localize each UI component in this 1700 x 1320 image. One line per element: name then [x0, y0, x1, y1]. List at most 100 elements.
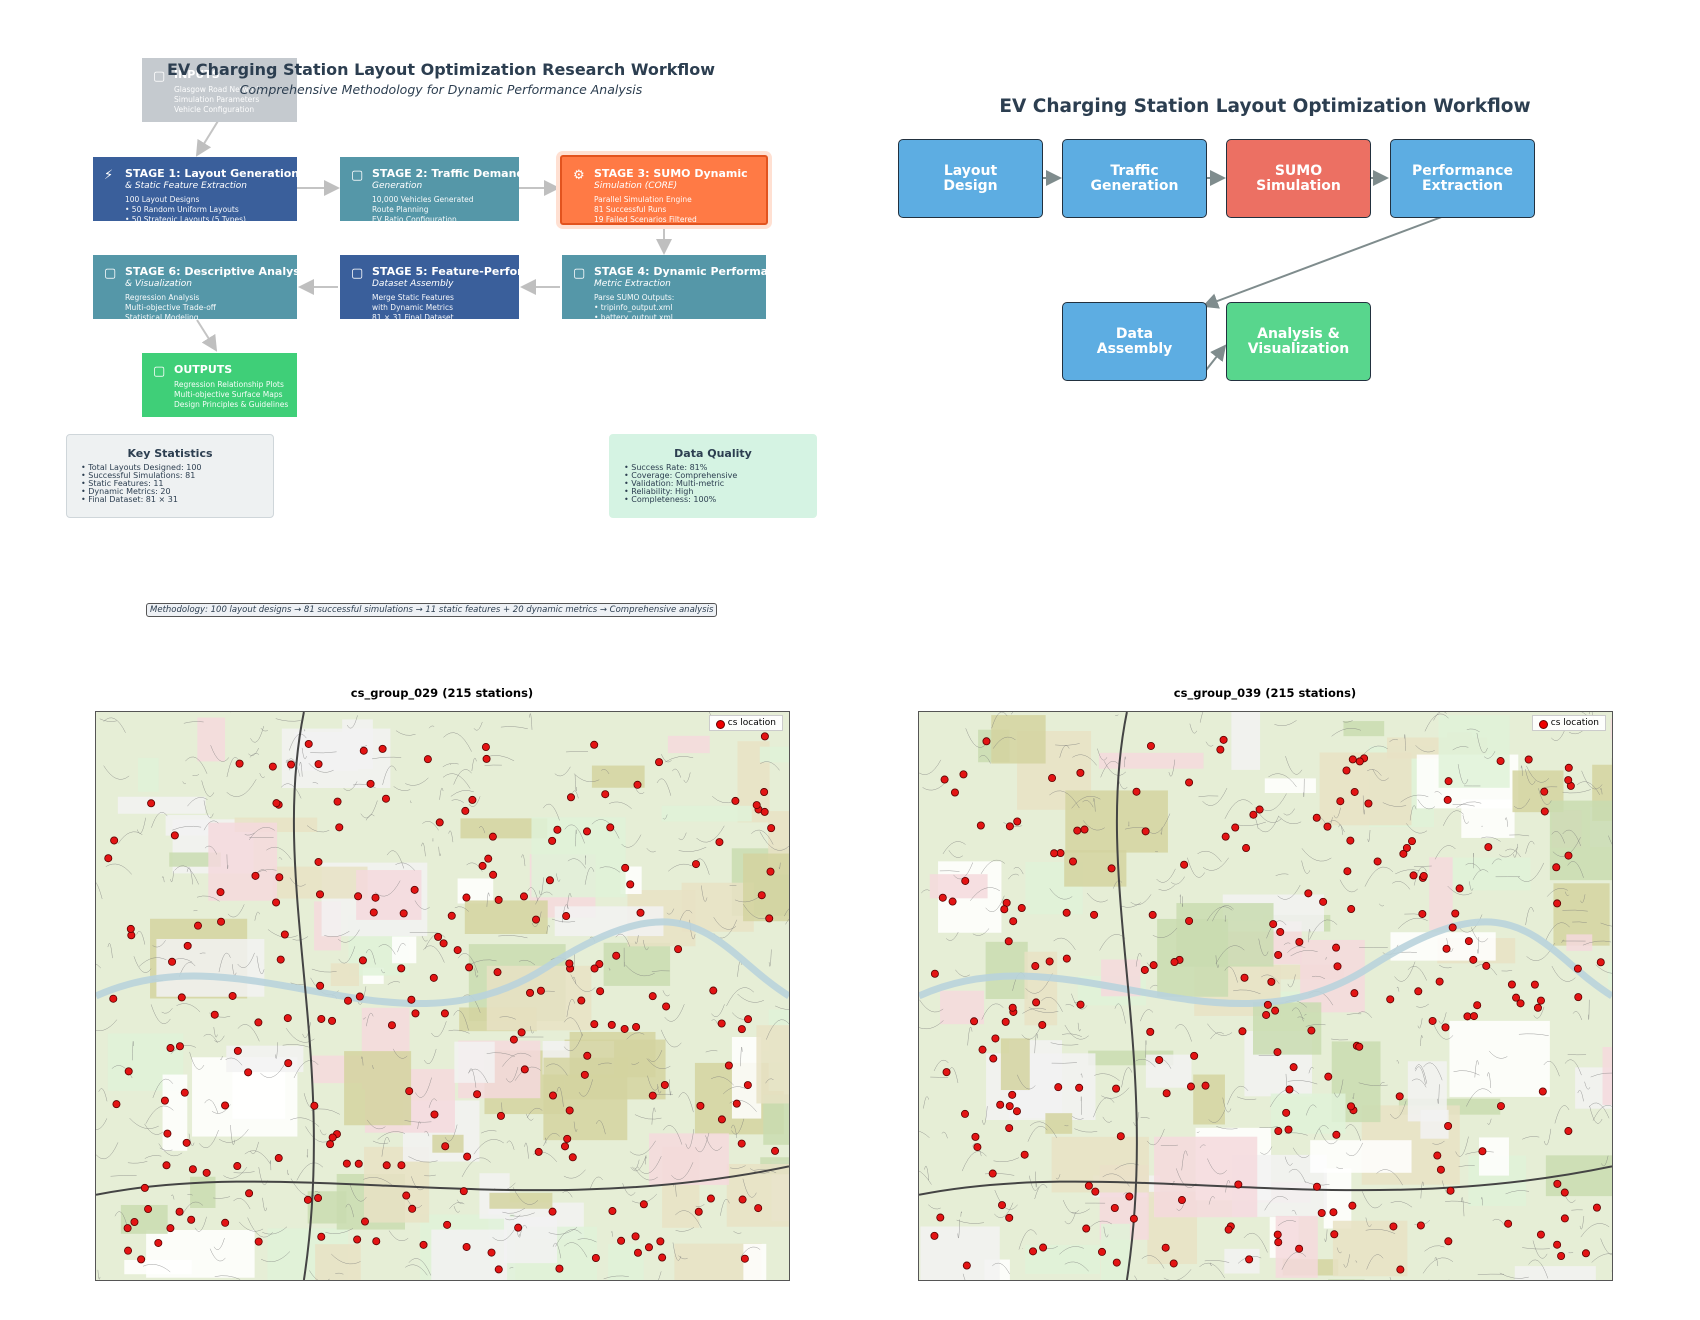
street-line [1222, 1097, 1232, 1113]
land-patch [124, 1259, 192, 1275]
land-patch [991, 715, 1046, 764]
street-line [237, 952, 255, 968]
street-line [1077, 1022, 1081, 1032]
street-line [1243, 1232, 1268, 1253]
station-marker [1540, 807, 1549, 816]
street-line [414, 900, 430, 910]
station-marker [221, 1101, 230, 1110]
station-marker [565, 959, 574, 968]
station-marker [1097, 1247, 1106, 1256]
station-marker [130, 1217, 139, 1226]
street-line [711, 1019, 719, 1025]
street-line [1269, 1089, 1300, 1108]
station-marker [462, 893, 471, 902]
street-line [1551, 965, 1576, 982]
station-marker [620, 1024, 629, 1033]
station-marker [743, 1081, 752, 1090]
street-line [521, 854, 526, 867]
station-marker [1039, 1243, 1048, 1252]
street-line [1600, 1238, 1612, 1256]
street-line [262, 1197, 268, 1212]
street-line [1130, 894, 1152, 905]
street-line [203, 1033, 218, 1043]
traffic-generation-box: Traffic Generation [1062, 139, 1207, 218]
stage-3-lines: Parallel Simulation Engine 81 Successful… [594, 195, 697, 224]
street-line [529, 713, 533, 730]
station-marker [358, 956, 367, 965]
station-marker [147, 799, 156, 808]
station-marker [1444, 1237, 1453, 1246]
station-marker [494, 895, 503, 904]
street-line [705, 1135, 723, 1151]
street-line [442, 773, 471, 789]
street-line [372, 1140, 389, 1144]
street-line [1517, 862, 1545, 882]
station-marker [1045, 957, 1054, 966]
street-line [290, 982, 304, 985]
station-marker [532, 915, 541, 924]
station-marker [1330, 1230, 1339, 1239]
street-line [1466, 728, 1480, 733]
street-line [1080, 1073, 1083, 1078]
street-line [1554, 1105, 1570, 1124]
street-line [395, 730, 416, 736]
street-line [1390, 1201, 1413, 1208]
street-line [194, 1216, 207, 1232]
street-line [1059, 1246, 1084, 1255]
street-line [1452, 804, 1475, 807]
station-marker [245, 1189, 254, 1198]
station-marker [568, 1153, 577, 1162]
street-line [1434, 1257, 1439, 1267]
street-line [538, 877, 544, 896]
street-line [712, 796, 734, 804]
street-line [259, 773, 266, 778]
street-line [1274, 720, 1297, 727]
station-marker [1116, 1132, 1125, 1141]
station-marker [1553, 1240, 1562, 1249]
land-patch [431, 1229, 516, 1280]
street-line [1522, 1136, 1540, 1140]
street-line [1319, 1128, 1338, 1145]
street-line [1342, 720, 1353, 723]
station-marker [104, 854, 113, 863]
street-line [566, 751, 589, 753]
street-line [1572, 1011, 1582, 1021]
street-line [1288, 1168, 1306, 1183]
street-line [1445, 1200, 1471, 1204]
station-marker [1005, 1102, 1014, 1111]
street-line [1124, 827, 1145, 830]
station-marker [1451, 909, 1460, 918]
street-line [386, 850, 405, 869]
street-line [233, 1171, 255, 1174]
street-line [919, 1170, 932, 1185]
street-line [1303, 778, 1305, 798]
street-line [512, 1187, 539, 1205]
stage-4-subtitle: Metric Extraction [594, 279, 671, 289]
station-marker [397, 964, 406, 973]
station-marker [405, 1087, 414, 1096]
street-line [187, 1193, 193, 1196]
street-line [1420, 1181, 1424, 1199]
street-line [701, 885, 708, 902]
station-marker [1364, 799, 1373, 808]
street-line [1505, 1190, 1530, 1195]
street-line [256, 955, 265, 975]
street-line [172, 825, 202, 831]
station-marker [1008, 1090, 1017, 1099]
station-marker [162, 1161, 171, 1170]
inputs-title: INPUTS [174, 68, 220, 81]
street-line [365, 814, 375, 821]
station-marker [359, 746, 368, 755]
metrics-icon: ▢ [573, 266, 586, 281]
stage-5-box: ▢ STAGE 5: Feature-Performance Dataset A… [340, 255, 519, 319]
street-line [563, 1169, 586, 1179]
stage-3-box: ⚙ STAGE 3: SUMO Dynamic Simulation (CORE… [560, 155, 768, 225]
station-marker [188, 1165, 197, 1174]
street-line [1208, 1109, 1226, 1123]
street-line [105, 863, 132, 875]
street-line [1275, 873, 1289, 877]
street-line [1562, 909, 1588, 912]
street-line [213, 1027, 218, 1038]
street-line [1114, 1003, 1126, 1024]
station-marker [1304, 889, 1313, 898]
